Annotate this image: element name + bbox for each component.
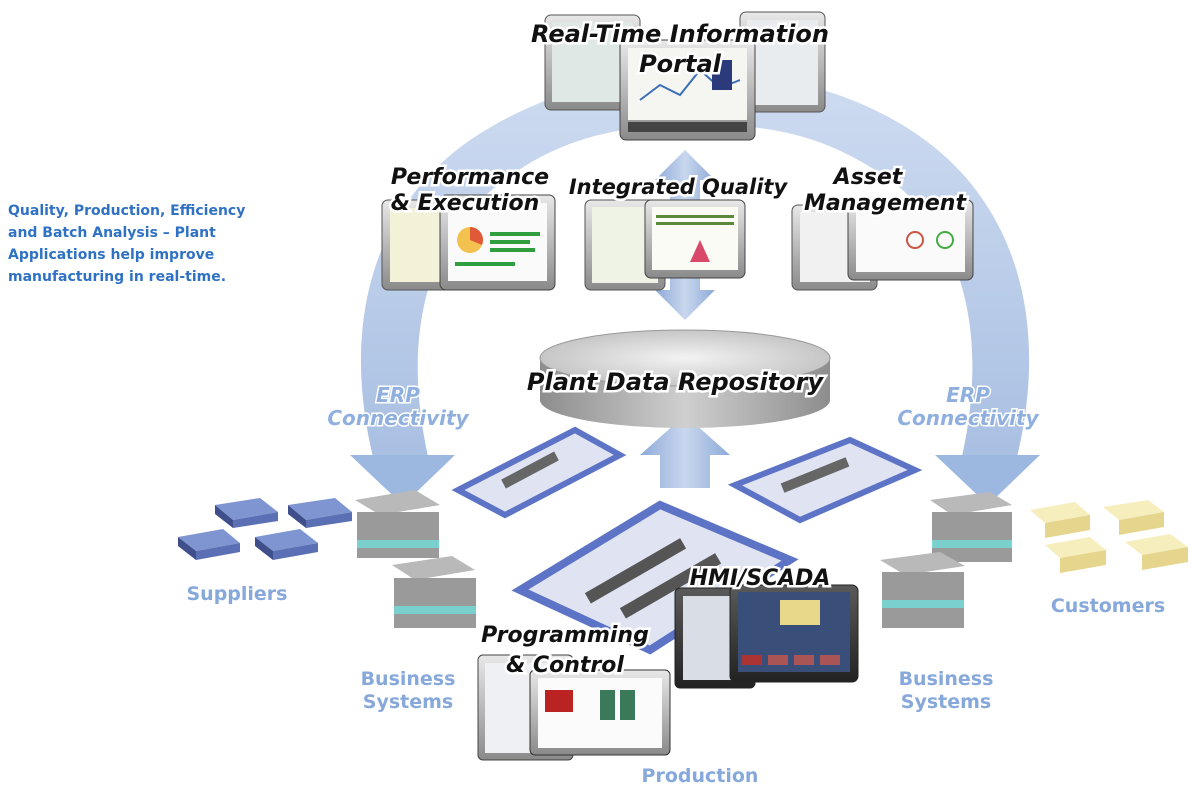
erp-left-label-line2: Connectivity xyxy=(327,406,469,430)
programming-label-line1: Programming xyxy=(481,623,649,648)
programming-screens xyxy=(477,654,671,761)
caption-line: Quality, Production, Efficiency xyxy=(8,203,246,219)
production-repository-arrow xyxy=(640,415,730,488)
programming-label-line2: & Control xyxy=(506,653,624,678)
caption-text: Quality, Production, Efficiency and Batc… xyxy=(8,200,278,288)
hmi-screens xyxy=(674,584,859,689)
customers-label: Customers xyxy=(1051,595,1165,617)
business-right-label-line1: Business xyxy=(899,668,994,690)
asset-label-line1: Asset xyxy=(832,165,904,190)
suppliers-label: Suppliers xyxy=(186,583,287,605)
caption-line: Applications help improve xyxy=(8,247,215,263)
quality-label: Integrated Quality xyxy=(569,175,789,199)
caption-line: manufacturing in real-time. xyxy=(8,269,227,285)
erp-right-label-line1: ERP xyxy=(946,383,990,407)
asset-screens xyxy=(791,199,974,291)
erp-right-label-line2: Connectivity xyxy=(897,406,1039,430)
business-right-label-line2: Systems xyxy=(901,691,991,713)
erp-left-label-line1: ERP xyxy=(376,383,420,407)
quality-screens xyxy=(584,199,746,291)
business-left-label-line1: Business xyxy=(361,668,456,690)
customer-buildings xyxy=(1030,500,1188,573)
production-label: Production xyxy=(642,765,759,786)
caption-line: and Batch Analysis – Plant xyxy=(8,225,216,241)
asset-label-line2: Management xyxy=(804,191,967,216)
erp-arc xyxy=(350,72,1040,505)
portal-label-line1: Real-Time Information xyxy=(531,20,829,48)
repository-label: Plant Data Repository xyxy=(527,368,825,396)
production-floor-left xyxy=(451,426,627,519)
performance-label-line2: & Execution xyxy=(391,191,540,216)
portal-screens xyxy=(544,11,826,141)
hmi-label: HMI/SCADA xyxy=(690,566,831,591)
portal-label-line2: Portal xyxy=(639,50,722,78)
production-floor-right xyxy=(727,436,923,524)
business-servers-right xyxy=(880,492,1012,628)
performance-screens xyxy=(381,194,556,291)
performance-label-line1: Performance xyxy=(391,165,549,190)
business-left-label-line2: Systems xyxy=(363,691,453,713)
plant-data-repository-cylinder xyxy=(539,329,831,428)
business-servers-left xyxy=(355,490,476,628)
supplier-buildings xyxy=(178,498,352,560)
production-floor-center xyxy=(511,500,799,655)
